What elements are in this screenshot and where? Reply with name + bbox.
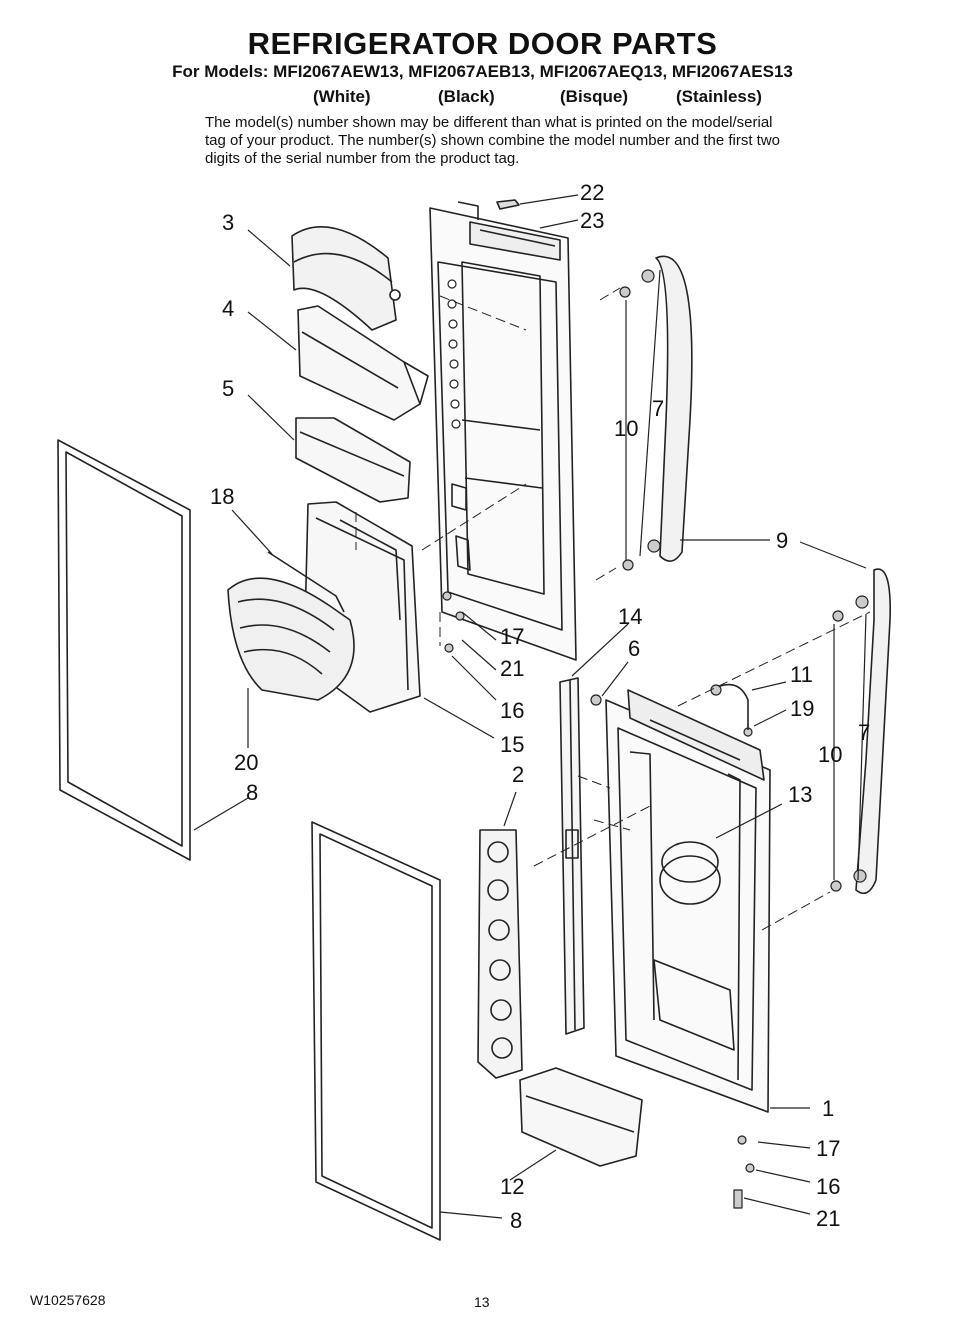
part-4-bin (297, 305, 429, 421)
callout-10-upper: 10 (614, 416, 639, 441)
callout-18: 18 (210, 484, 235, 509)
callout-1: 1 (822, 1096, 835, 1121)
callout-17-lower: 17 (816, 1136, 841, 1161)
callout-2: 2 (512, 762, 525, 787)
callout-5: 5 (222, 376, 235, 401)
part-2-bin-column (477, 829, 523, 1079)
part-14-channel (559, 677, 585, 1035)
callout-7-lower: 7 (858, 720, 871, 745)
dashed-guides (355, 287, 871, 931)
part-12-bin (519, 1067, 643, 1167)
callout-4: 4 (222, 296, 235, 321)
part-7-handle-lower (855, 568, 891, 895)
page-title: REFRIGERATOR DOOR PARTS (247, 26, 718, 61)
leader-lines (193, 194, 867, 1219)
color-bisque: (Bisque) (560, 87, 628, 106)
callout-12: 12 (500, 1174, 525, 1199)
callout-19: 19 (790, 696, 815, 721)
color-black: (Black) (438, 87, 495, 106)
color-variants: (White) (Black) (Bisque) (Stainless) (0, 87, 965, 109)
color-stainless: (Stainless) (676, 87, 762, 106)
callout-8-lower: 8 (510, 1208, 523, 1233)
callout-8-upper: 8 (246, 780, 259, 805)
models-line: For Models: MFI2067AEW13, MFI2067AEB13, … (172, 62, 793, 81)
callout-21-lower: 21 (816, 1206, 841, 1231)
color-white: (White) (313, 87, 371, 106)
fasteners (442, 269, 869, 1209)
part-1-lower-door (605, 689, 771, 1113)
part-3-cover (291, 226, 401, 331)
callout-23: 23 (580, 208, 605, 233)
callout-20: 20 (234, 750, 259, 775)
part-8-gasket-upper (57, 439, 191, 861)
part-8-gasket-lower (311, 821, 441, 1241)
page-number: 13 (474, 1294, 490, 1310)
callout-16-upper: 16 (500, 698, 525, 723)
callout-6: 6 (628, 636, 641, 661)
part-20-cover (227, 551, 355, 701)
part-11-tube (719, 683, 749, 730)
upper-door-liner (429, 201, 577, 661)
part-22-clip (496, 199, 520, 210)
doc-number: W10257628 (30, 1292, 106, 1308)
model-note: The model(s) number shown may be differe… (205, 114, 781, 167)
part-5-bin (295, 417, 411, 503)
callout-13: 13 (788, 782, 813, 807)
callout-9: 9 (776, 528, 789, 553)
callout-16-lower: 16 (816, 1174, 841, 1199)
callout-14: 14 (618, 604, 643, 629)
callout-10-lower: 10 (818, 742, 843, 767)
callout-11: 11 (790, 662, 813, 687)
callout-17-upper: 17 (500, 624, 525, 649)
callout-21-upper: 21 (500, 656, 525, 681)
callout-22: 22 (580, 180, 605, 205)
callout-15: 15 (500, 732, 525, 757)
callout-3: 3 (222, 210, 235, 235)
callout-7-upper: 7 (652, 396, 665, 421)
part-7-handle-upper (655, 255, 693, 562)
